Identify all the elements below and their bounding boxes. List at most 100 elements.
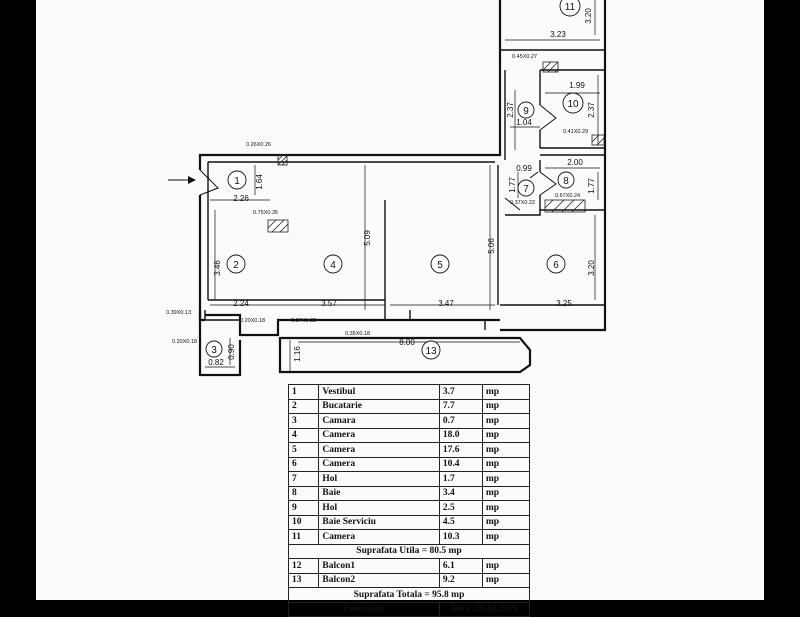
row-area: 3.4: [438, 485, 483, 501]
row-unit: mp: [481, 471, 531, 487]
dim-0-99: 0.99: [516, 164, 532, 173]
row-unit: mp: [481, 413, 531, 429]
dim-3-25: 3.25: [556, 299, 572, 308]
row-unit: mp: [481, 500, 531, 516]
row-unit: mp: [481, 558, 531, 574]
row-area: 18.0: [438, 427, 483, 443]
dim-0-39x0-13: 0.39X0.13: [166, 310, 191, 316]
row-area: 17.6: [438, 442, 483, 458]
dim-0-75x0-35: 0.75X0.35: [253, 210, 278, 216]
row-name: Camera: [318, 427, 440, 443]
room-number-5: 5: [437, 260, 443, 271]
dim-5-09: 5.09: [363, 230, 372, 246]
row-area: 10.4: [438, 456, 483, 472]
row-unit: mp: [481, 485, 531, 501]
row-number: 2: [287, 398, 320, 414]
row-number: 7: [287, 471, 320, 487]
row-area: 10.3: [438, 529, 483, 545]
dim-2-00: 2.00: [567, 158, 583, 167]
dim-3-57: 3.57: [321, 299, 337, 308]
dim-0-45x0-27: 0.45X0.27: [512, 54, 537, 60]
dim-2-37-left: 2.37: [506, 102, 515, 118]
row-number: 1: [287, 384, 320, 400]
suprafata-utila: Suprafata Utila = 80.5 mp: [288, 543, 530, 559]
dim-1-64: 1.64: [255, 174, 264, 190]
row-name: Bucatarie: [318, 398, 440, 414]
row-number: 10: [287, 514, 320, 530]
room-number-10: 10: [567, 99, 579, 110]
row-area: 0.7: [438, 413, 483, 429]
row-unit: mp: [481, 514, 531, 530]
row-area: 7.7: [438, 398, 483, 414]
row-name: Hol: [318, 500, 440, 516]
dim-0-90: 0.90: [227, 344, 236, 360]
row-name: Camera: [318, 442, 440, 458]
dim-3-46: 3.46: [213, 260, 222, 276]
dim-0-41x0-29: 0.41X0.29: [563, 129, 588, 135]
dim-3-20-right: 3.20: [587, 260, 596, 276]
row-area: 1.7: [438, 471, 483, 487]
row-area: 9.2: [438, 572, 483, 588]
room-number-7: 7: [523, 184, 529, 195]
row-number: 4: [287, 427, 320, 443]
room-number-1: 1: [234, 176, 240, 187]
dim-0-82: 0.82: [208, 358, 224, 367]
room-number-2: 2: [233, 260, 239, 271]
room-circles: [205, 0, 584, 360]
row-unit: mp: [481, 529, 531, 545]
dim-0-37x0-22-b: 0.37X0.22: [291, 318, 316, 324]
row-unit: mp: [481, 442, 531, 458]
dim-1-77-left: 1.77: [508, 177, 517, 193]
room-number-8: 8: [563, 176, 569, 187]
dim-3-20-top: 3.20: [584, 8, 593, 24]
row-name: Camera: [318, 456, 440, 472]
row-name: Balcon1: [318, 558, 440, 574]
floor-plan: 1 2 3 4 5 6 7 8 9 10 11 13 3.20 3.23 0.4…: [166, 0, 607, 377]
dim-8-00: 8.00: [399, 338, 415, 347]
row-name: Baie: [318, 485, 440, 501]
dim-0-20x0-18-b: 0.20X0.18: [172, 339, 197, 345]
row-unit: mp: [481, 398, 531, 414]
dim-3-23: 3.23: [550, 30, 566, 39]
footer-row: Executant Data :26.03.2026: [288, 601, 531, 617]
room-number-3: 3: [211, 345, 217, 356]
row-name: Camara: [318, 413, 440, 429]
dim-2-24: 2.24: [233, 299, 249, 308]
row-name: Balcon2: [318, 572, 440, 588]
row-number: 13: [287, 572, 320, 588]
row-area: 6.1: [438, 558, 483, 574]
row-number: 5: [287, 442, 320, 458]
room-number-11: 11: [565, 2, 576, 13]
row-unit: mp: [481, 456, 531, 472]
row-name: Baie Serviciu: [318, 514, 440, 530]
inner-walls: [204, 0, 605, 330]
dim-5-06: 5.06: [487, 238, 496, 254]
date-label: Data :26.03.2026: [438, 601, 531, 617]
dim-0-35x0-18: 0.35X0.18: [345, 331, 370, 337]
row-name: Vestibul: [318, 384, 440, 400]
dim-1-16: 1.16: [293, 346, 302, 362]
row-area: 2.5: [438, 500, 483, 516]
row-number: 9: [287, 500, 320, 516]
dim-2-37-right: 2.37: [587, 102, 596, 118]
outer-walls: [198, 0, 607, 377]
dim-3-47: 3.47: [438, 299, 454, 308]
dim-2-26: 2.26: [233, 194, 249, 203]
row-area: 3.7: [438, 384, 483, 400]
executant-label: Executant: [288, 601, 440, 617]
entry-arrow: [168, 176, 196, 184]
row-number: 8: [287, 485, 320, 501]
